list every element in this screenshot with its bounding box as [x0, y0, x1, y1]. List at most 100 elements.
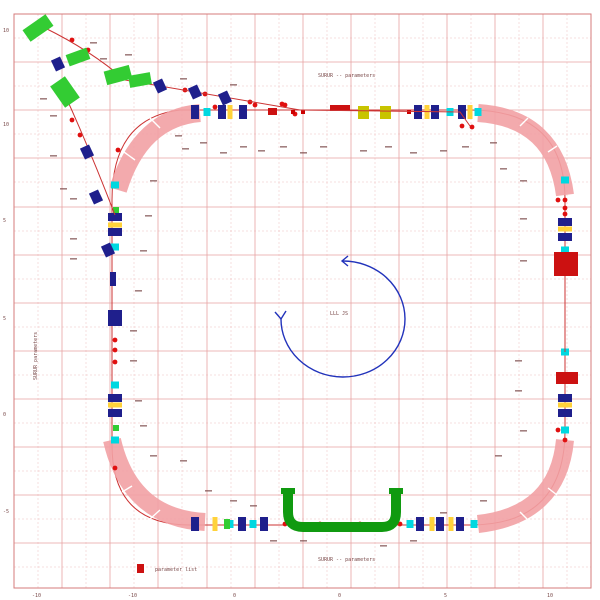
quadrupole-magnet [108, 394, 122, 402]
y-tick-3: 5 [3, 218, 6, 224]
y-tick-5: 0 [3, 412, 6, 418]
element-tag [230, 84, 237, 86]
corrector-dot [555, 427, 561, 433]
septum-magnet [358, 106, 369, 119]
element-tag [320, 146, 327, 148]
undulator-end [281, 488, 295, 494]
element-tag [480, 500, 487, 502]
corrector-dot [469, 124, 475, 130]
quadrupole-magnet [110, 272, 116, 286]
transfer-quadrupole [152, 78, 168, 94]
sextupole-magnet [561, 426, 569, 434]
element-tag [50, 155, 57, 157]
left-vertical-label: SURUR parameters [33, 332, 39, 380]
element-tag [360, 150, 367, 152]
y-tick-2: 10 [3, 122, 9, 128]
kicker-magnet [448, 517, 454, 531]
quadrupole-magnet [436, 517, 444, 531]
element-tag [240, 146, 247, 148]
element-tag [135, 400, 142, 402]
legend-swatch [137, 564, 144, 573]
element-tag [90, 42, 97, 44]
element-tag [100, 58, 107, 60]
kicker-magnet [429, 517, 435, 531]
element-tag [300, 540, 307, 542]
sextupole-magnet [561, 246, 569, 254]
x-tick-1: -10 [32, 593, 41, 599]
element-tag [70, 238, 77, 240]
corrector-dot [282, 102, 288, 108]
quadrupole-magnet [558, 409, 572, 417]
element-tag [175, 135, 182, 137]
corrector-dot [112, 337, 118, 343]
transfer-quadrupole [217, 90, 233, 106]
transfer-line [22, 14, 471, 258]
kicker-magnet [212, 517, 218, 531]
corrector-dot [115, 147, 121, 153]
element-tag [140, 425, 147, 427]
quadrupole-magnet [558, 394, 572, 402]
corrector-dot [562, 211, 568, 217]
corrector-dot [77, 132, 83, 138]
element-tag [50, 115, 57, 117]
beam-pipe [111, 109, 566, 526]
x-tick-2: -10 [128, 593, 137, 599]
corrector-dot [562, 437, 568, 443]
top-label: SURUR -- parameters [318, 73, 375, 79]
ring-pipe-line [111, 109, 566, 526]
grid [13, 13, 592, 589]
element-tag [520, 430, 527, 432]
element-tag [462, 146, 469, 148]
sextupole-magnet [406, 520, 414, 528]
x-tick-3: 0 [233, 593, 236, 599]
x-tick-5: 5 [444, 593, 447, 599]
element-tag [270, 540, 277, 542]
element-tag [70, 198, 77, 200]
corrector-dot [112, 465, 118, 471]
element-tag [515, 360, 522, 362]
element-tag [495, 455, 502, 457]
element-tag [182, 148, 189, 150]
kicker-magnet [558, 226, 572, 232]
element-tag [40, 98, 47, 100]
quadrupole-magnet [191, 105, 199, 119]
dipole-magnet [109, 104, 202, 193]
corrector-dot [112, 347, 118, 353]
element-tag [258, 150, 265, 152]
element-tag [205, 490, 212, 492]
kicker-magnet [108, 402, 122, 408]
element-tag [500, 168, 507, 170]
element-tag [280, 146, 287, 148]
rf-cavity [556, 372, 578, 384]
quadrupole-magnet [558, 233, 572, 241]
transfer-dipole [103, 64, 133, 86]
x-tick-4: 0 [338, 593, 341, 599]
element-tag [140, 250, 147, 252]
dipole-separator [547, 487, 558, 496]
transfer-quadrupole [50, 56, 66, 72]
dipole-arcs [103, 104, 574, 533]
sextupole-magnet [111, 181, 119, 189]
dipole-separator [519, 117, 529, 127]
quadrupole-magnet [108, 310, 122, 326]
element-tag [60, 188, 67, 190]
element-tag [180, 460, 187, 462]
sextupole-magnet [561, 176, 569, 184]
dipole-separator [547, 145, 558, 153]
element-tag [200, 142, 207, 144]
element-tag [250, 505, 257, 507]
dipole-magnet [476, 438, 574, 533]
corrector-dot [562, 205, 568, 211]
transfer-dipole [22, 14, 54, 42]
transfer-quadrupole [88, 189, 104, 205]
element-tag [490, 142, 497, 144]
element-tag [300, 152, 307, 154]
rf-cavity [330, 105, 350, 111]
corrector-dot [69, 117, 75, 123]
element-tag [520, 180, 527, 182]
transfer-dipole [65, 47, 91, 67]
transfer-quadrupole [79, 144, 95, 160]
x-tick-6: 10 [547, 593, 553, 599]
center-label: LLL JS [330, 311, 348, 317]
